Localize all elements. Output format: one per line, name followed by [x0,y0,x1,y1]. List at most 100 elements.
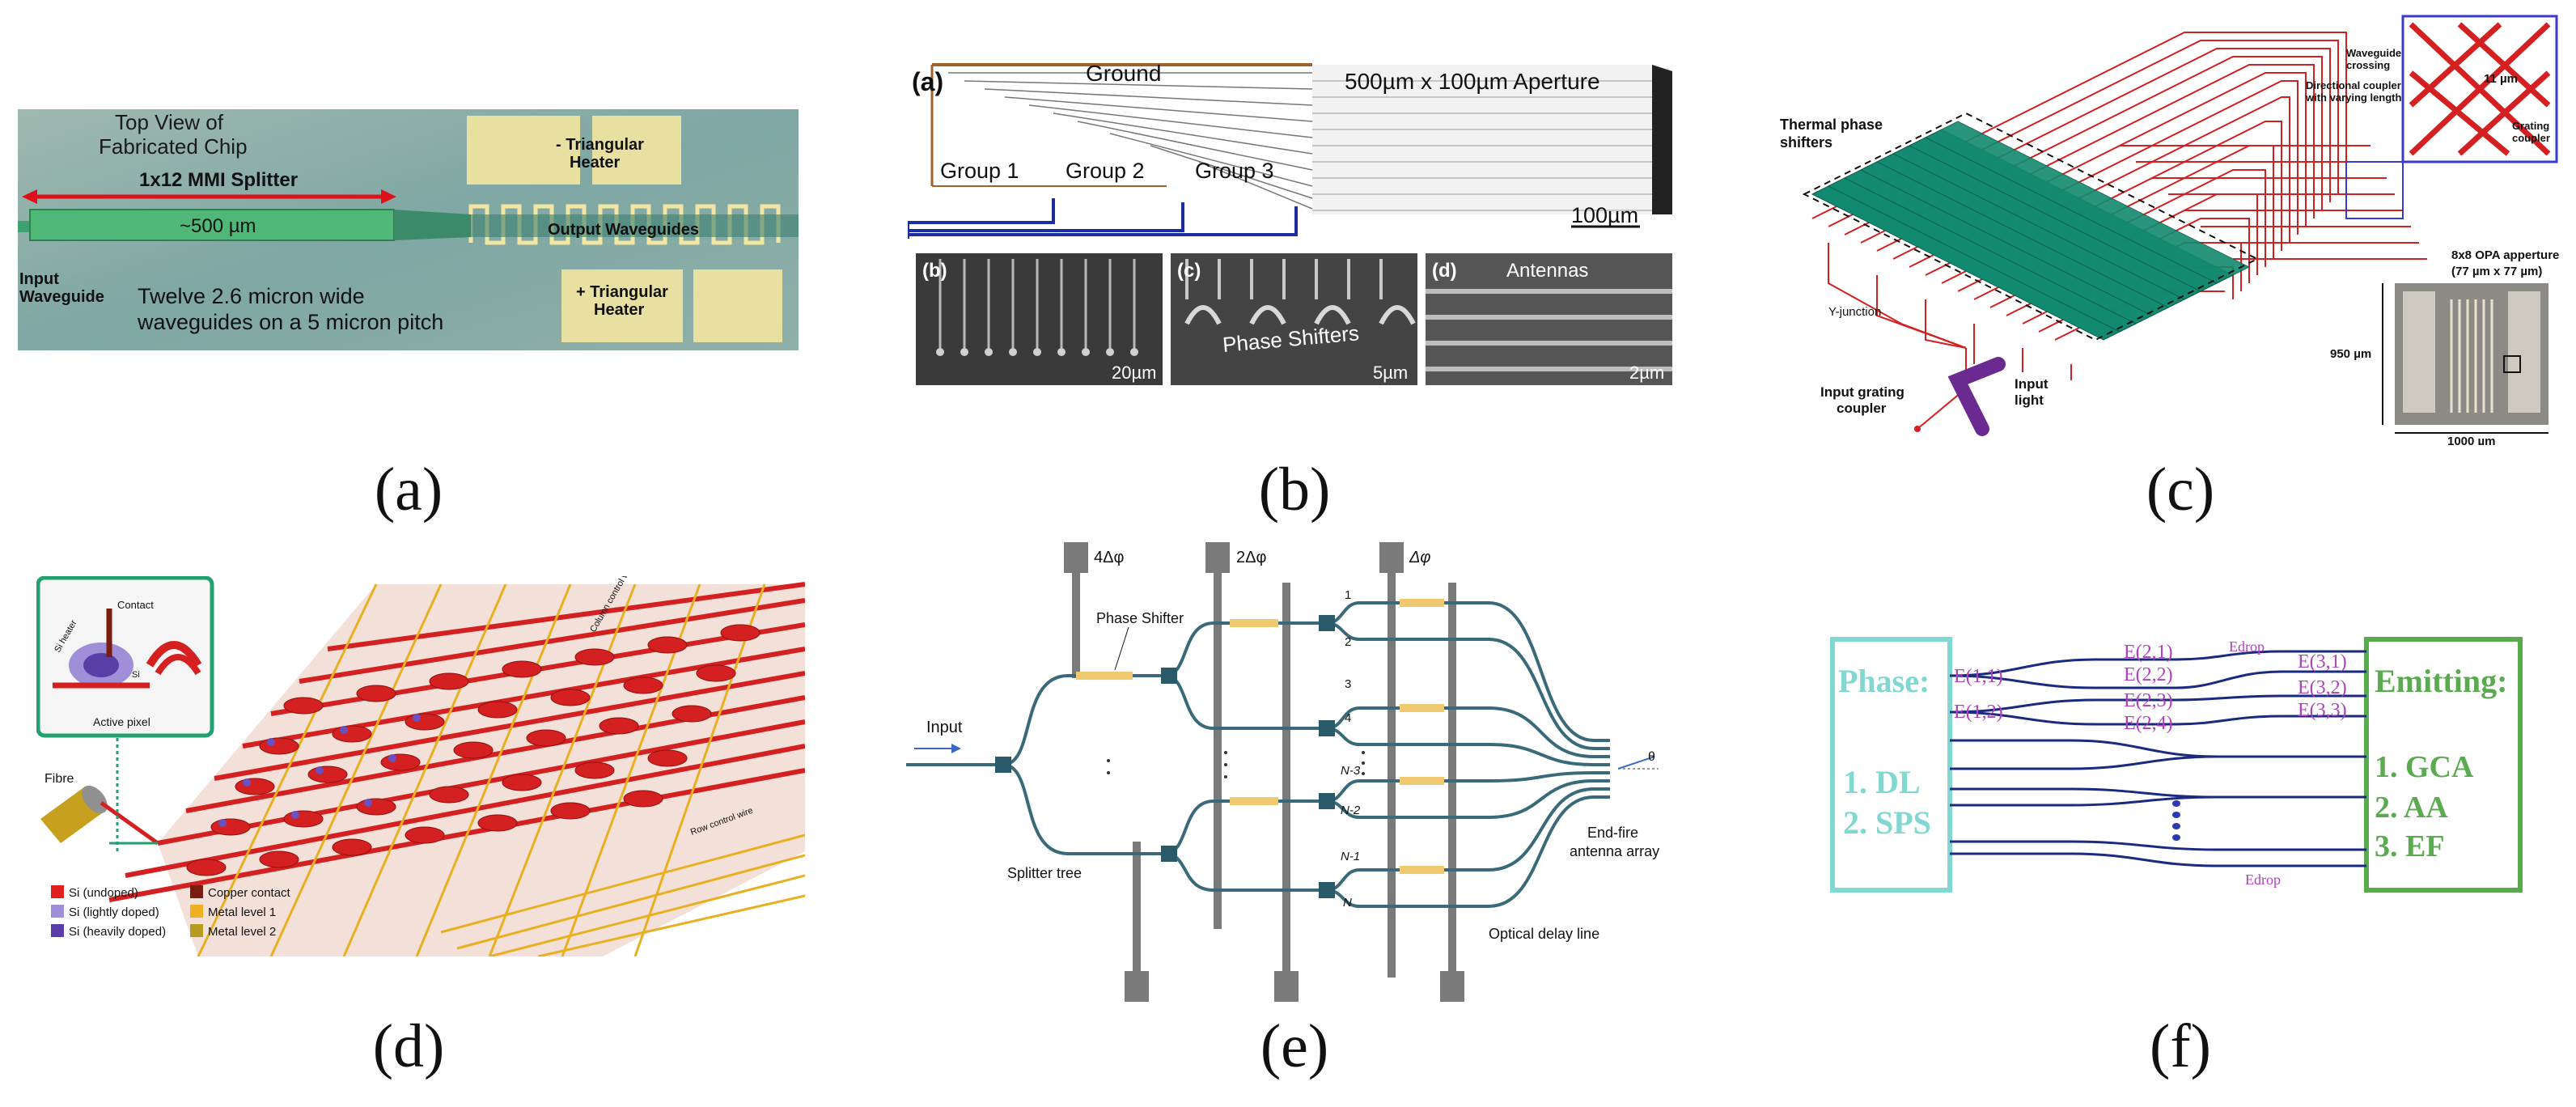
desc-line2: waveguides on a 5 micron pitch [137,310,443,334]
panel-c-opa-layout: Thermal phase shifters Y-junction Input … [1780,8,2565,445]
chip-photo [2395,283,2548,425]
dim-h-label: 1000 µm [2447,435,2496,445]
caption-c: (c) [2146,456,2215,524]
fibre-label: Fibre [44,772,74,786]
input-grating-coupler [1914,426,1921,432]
phase-box [1830,637,1952,893]
input-light-beam [1947,357,2006,436]
panel-a-chip-photo: Top View of Fabricated Chip 1x12 MMI Spl… [18,109,799,350]
heater-pad-top-right [592,116,681,184]
thermal-label-line1: Thermal phase [1780,117,1883,133]
e32-label: E(3,2) [2298,677,2347,698]
wg-index-n: N [1343,896,1352,910]
legend-label: Copper contact [208,886,291,900]
heater-pad-bottom-left [561,269,683,342]
wg-index-n1: N-1 [1341,850,1360,863]
ellipsis-dots [2172,800,2180,841]
wg-crossing-line2: crossing [2346,59,2390,71]
grating-line2: coupler [2512,132,2550,144]
group3-label: Group 3 [1195,159,1274,183]
sem-panel-c: (c) Phase Shifters 5µm [1171,253,1417,385]
heater-top-line1: - Triangular [556,136,644,154]
active-pixel-label: Active pixel [93,715,150,728]
sub-a-label: (a) [912,67,943,96]
antenna-grid [2120,145,2427,260]
group-buses [908,198,1298,239]
pixel-array [186,624,761,876]
caption-e: (e) [1260,1012,1329,1080]
delay-line-label: Optical delay line [1489,926,1599,942]
phase-label: Phase: [1838,663,1930,699]
aperture-label: 500µm x 100µm Aperture [1345,69,1600,94]
group1-label: Group 1 [940,159,1019,183]
wg-index-n3: N-3 [1341,764,1361,778]
wg-crossing-line1: Waveguide [2346,47,2401,59]
e22-label: E(2,2) [2124,664,2173,685]
splitter-tree-waveguides [906,601,1610,908]
heater-bottom-line2: Heater [594,301,644,319]
control-electrodes [1064,542,1464,1002]
heater-top-line2: Heater [570,154,620,172]
phase-shifter-sections [1076,599,1444,874]
aperture-region [1312,65,1660,214]
caption-d: (d) [372,1012,445,1080]
wg-index-n2: N-2 [1341,804,1361,817]
edrop-top-label: Edrop [2229,638,2265,655]
aperture-lines [1312,80,1652,211]
input-label: Input [926,719,963,736]
theta-label: θ [1648,750,1655,764]
dim-v-label: 950 µm [2330,347,2371,361]
output-fanout [394,210,471,240]
panel-e-delay-line-opa: 4Δφ 2Δφ Δφ Phase Shifter Input Splitter … [906,534,1671,1003]
waveguide-bundle [1949,650,2366,867]
chip-title-line2: Fabricated Chip [99,134,248,159]
sem-panel-b: (b) 20µm [916,253,1163,385]
e33-label: E(3,3) [2298,700,2347,721]
fanout-wires [948,72,1313,210]
emitting-label: Emitting: [2375,663,2507,699]
input-light-line2: light [2015,392,2044,408]
grating-line1: Grating [2512,120,2549,132]
sub-d-label: (d) [1432,260,1457,282]
input-label-line2: Waveguide [19,288,104,306]
endfire-label-line2: antenna array [1570,843,1659,859]
legend-label: Metal level 2 [208,925,276,939]
panel-d-active-array: Contact Si heater Si Active pixel Fibre … [36,576,805,956]
wg-index-3: 3 [1345,677,1351,691]
emitting-box [2364,637,2523,893]
dir-coupler-line2: with varying length [2305,91,2402,104]
antennas-label: Antennas [1506,260,1588,282]
thermal-label-line2: shifters [1780,134,1832,151]
caption-a: (a) [374,456,443,524]
endfire-label-line1: End-fire [1587,825,1638,841]
legend: Si (undoped) Si (lightly doped) Si (heav… [51,885,291,939]
e24-label: E(2,4) [2124,713,2173,734]
wg-index-2: 2 [1345,635,1351,649]
thermal-phase-shifter-bars [1811,121,2251,341]
contact-label: Contact [117,599,154,611]
row-wires [440,833,805,956]
heater-bottom-line1: + Triangular [576,283,668,301]
scale-c-label: 5µm [1373,363,1408,383]
gca-label: 1. GCA [2375,750,2474,784]
scale-d-label: 2µm [1629,363,1664,383]
phase-1-label: Δφ [1409,549,1430,566]
wg-index-1: 1 [1345,588,1351,602]
caption-b: (b) [1258,456,1331,524]
sem-panel-d: (d) Antennas 2µm [1426,253,1672,385]
heater-pad-top-left [467,116,580,184]
y-junction-label: Y-junction [1828,305,1881,319]
inset-dim: 11 µm [2484,72,2518,86]
fibre [40,785,159,846]
input-coupler-line1: Input grating [1820,384,1904,400]
legend-label: Metal level 1 [208,906,276,919]
phase-2-label: 2Δφ [1236,549,1266,566]
inset-crossing [2401,15,2558,163]
group2-label: Group 2 [1066,159,1145,183]
desc-line1: Twelve 2.6 micron wide [138,284,365,308]
scale-main-label: 100µm [1571,203,1638,227]
pixel-closeup [53,609,202,689]
legend-label: Si (undoped) [69,886,138,900]
aa-label: 2. AA [2375,791,2448,825]
e12-label: E(1,2) [1954,702,2003,723]
